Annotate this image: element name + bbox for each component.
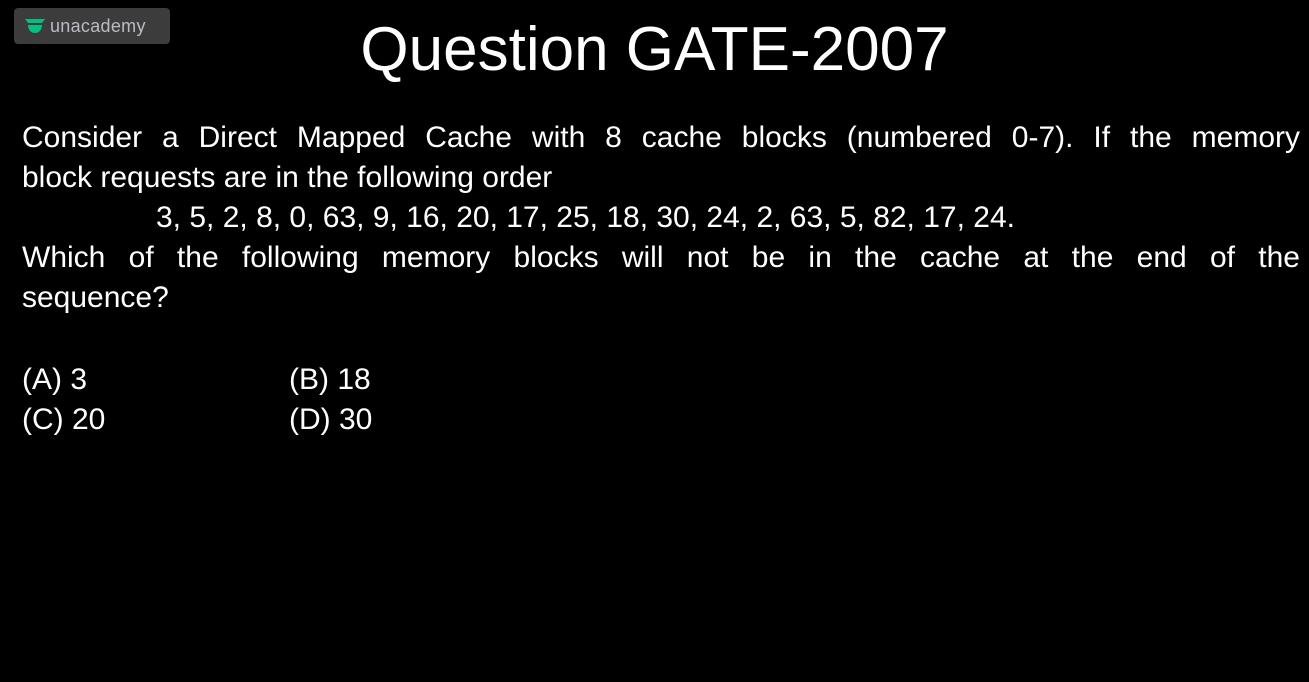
unacademy-logo-icon xyxy=(24,17,46,35)
option-b: (B) 18 xyxy=(289,363,371,396)
option-c: (C) 20 xyxy=(22,403,106,436)
question-line-2: block requests are in the following orde… xyxy=(22,161,553,194)
watermark-brand-text: unacademy xyxy=(50,15,146,36)
question-line-1: Consider a Direct Mapped Cache with 8 ca… xyxy=(22,121,1300,154)
block-request-sequence: 3, 5, 2, 8, 0, 63, 9, 16, 20, 17, 25, 18… xyxy=(156,201,1015,234)
question-line-4: Which of the following memory blocks wil… xyxy=(22,241,1300,274)
answer-options: (A) 3 (B) 18 (C) 20 (D) 30 xyxy=(22,360,622,440)
options-row-2: (C) 20 (D) 30 xyxy=(22,400,622,440)
option-a: (A) 3 xyxy=(22,363,88,396)
options-row-1: (A) 3 (B) 18 xyxy=(22,360,622,400)
slide-title: Question GATE-2007 xyxy=(360,15,949,84)
unacademy-watermark: unacademy xyxy=(14,8,170,44)
question-text: Consider a Direct Mapped Cache with 8 ca… xyxy=(22,118,1300,318)
question-line-5: sequence? xyxy=(22,281,169,314)
option-d: (D) 30 xyxy=(289,403,373,436)
